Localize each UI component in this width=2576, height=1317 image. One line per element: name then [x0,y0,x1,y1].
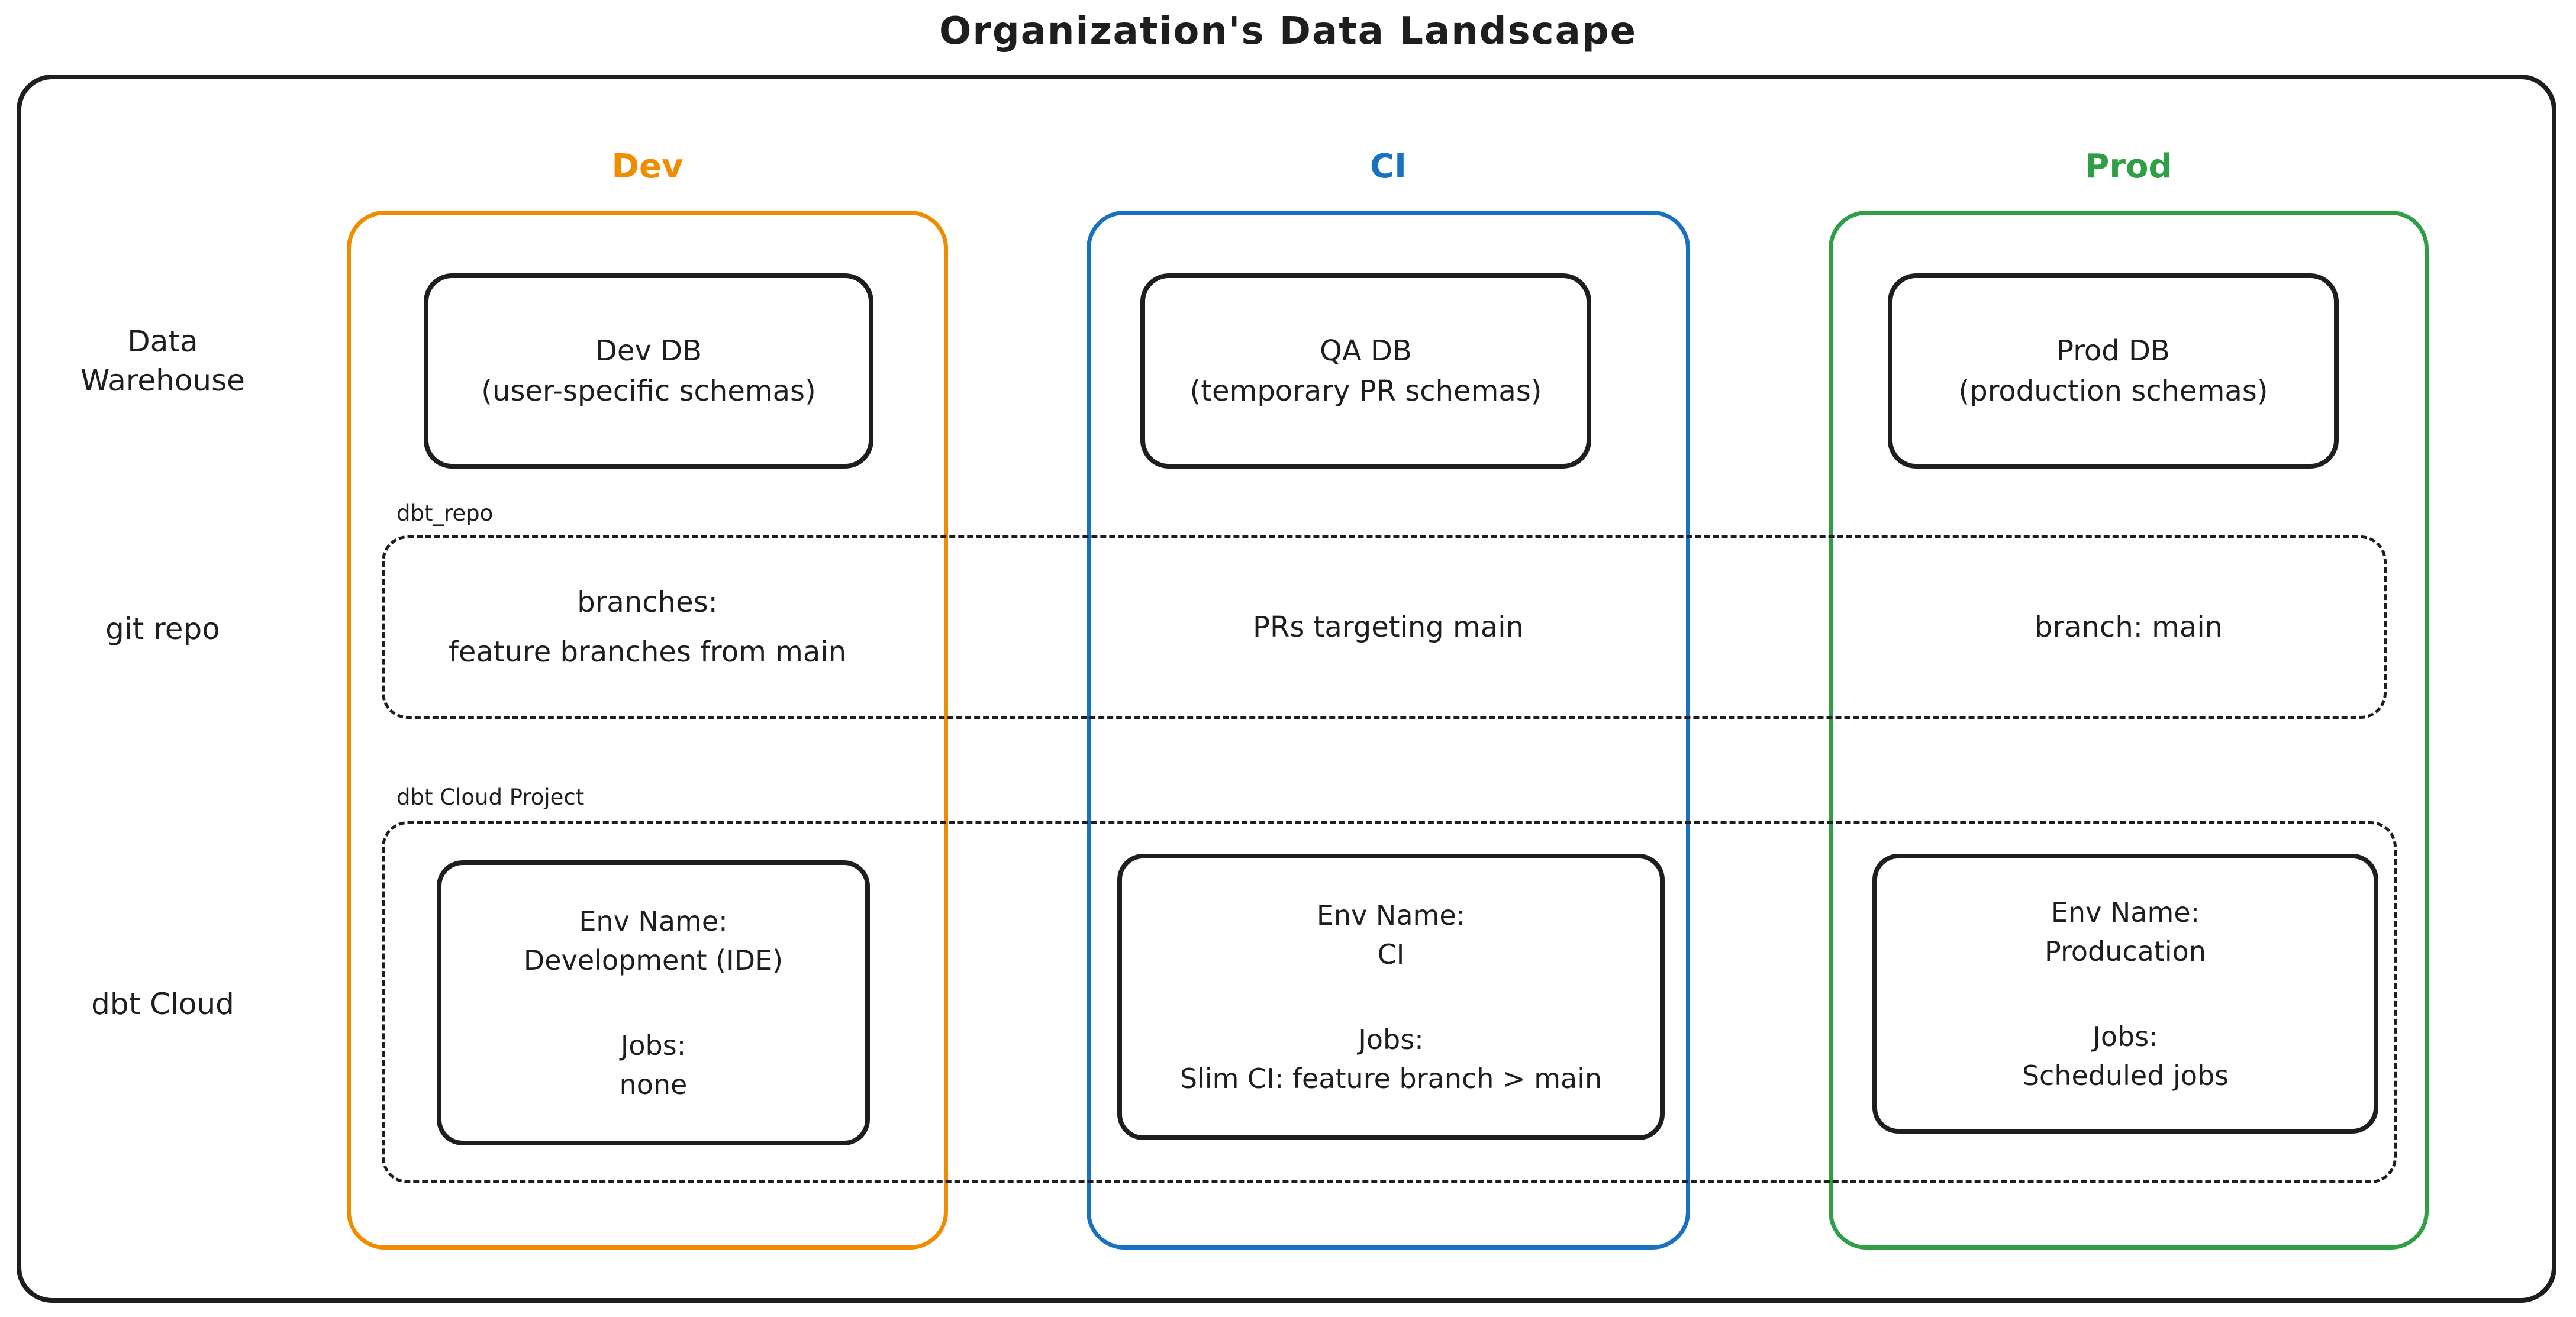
prod-db-box: Prod DB (production schemas) [1888,273,2339,469]
git-prod-line1: branch: main [2034,611,2223,644]
column-frame-prod [1829,211,2429,1250]
ci-env-name: CI [1377,938,1405,970]
row-label-data-warehouse: Data Warehouse [30,322,296,400]
page-title: Organization's Data Landscape [939,9,1637,53]
git-ci-prs-text: PRs targeting main [1087,535,1690,719]
prod-env-name: Producation [2045,935,2206,967]
git-ci-line1: PRs targeting main [1253,611,1524,644]
git-repo-dashed-box [382,535,2387,719]
dev-jobs-label: Jobs: [620,1029,686,1061]
dev-env-label: Env Name: [579,905,728,937]
dev-environment-box: Env Name: Development (IDE) Jobs: none [437,860,870,1145]
ci-environment-box: Env Name: CI Jobs: Slim CI: feature bran… [1117,854,1665,1140]
qa-db-name: QA DB [1320,334,1412,367]
git-dev-branches-text: branches: feature branches from main [347,535,948,719]
git-repo-group-label: dbt_repo [396,501,494,526]
landscape-outer-frame [17,75,2556,1303]
qa-db-detail: (temporary PR schemas) [1189,375,1542,408]
dbt-cloud-project-group-label: dbt Cloud Project [396,785,585,810]
column-header-ci: CI [1370,147,1407,186]
row-label-git-repo: git repo [105,612,220,646]
column-header-dev: Dev [611,147,684,186]
dev-db-box: Dev DB (user-specific schemas) [424,273,873,469]
qa-db-box: QA DB (temporary PR schemas) [1140,273,1591,469]
dev-jobs-value: none [619,1069,688,1100]
git-prod-branch-text: branch: main [1829,535,2429,719]
column-frame-dev [347,211,948,1250]
prod-db-detail: (production schemas) [1958,375,2268,408]
column-header-prod: Prod [2085,147,2172,186]
dev-db-detail: (user-specific schemas) [481,375,816,408]
git-dev-line2: feature branches from main [448,635,847,669]
ci-jobs-label: Jobs: [1358,1024,1424,1055]
prod-db-name: Prod DB [2056,334,2170,367]
dev-env-name: Development (IDE) [523,944,784,976]
ci-env-label: Env Name: [1316,899,1466,931]
row-label-dbt-cloud: dbt Cloud [91,987,234,1021]
git-dev-line1: branches: [577,586,718,619]
dev-db-name: Dev DB [595,334,702,367]
prod-environment-box: Env Name: Producation Jobs: Scheduled jo… [1872,854,2378,1134]
column-frame-ci [1087,211,1690,1250]
ci-jobs-value: Slim CI: feature branch > main [1179,1063,1603,1095]
dbt-cloud-project-dashed-box [382,821,2397,1183]
prod-env-label: Env Name: [2051,896,2200,928]
row-label-data-warehouse-line1: Data [127,324,198,359]
row-label-data-warehouse-line2: Warehouse [80,363,245,398]
prod-jobs-label: Jobs: [2093,1020,2158,1053]
prod-jobs-value: Scheduled jobs [2022,1059,2229,1092]
